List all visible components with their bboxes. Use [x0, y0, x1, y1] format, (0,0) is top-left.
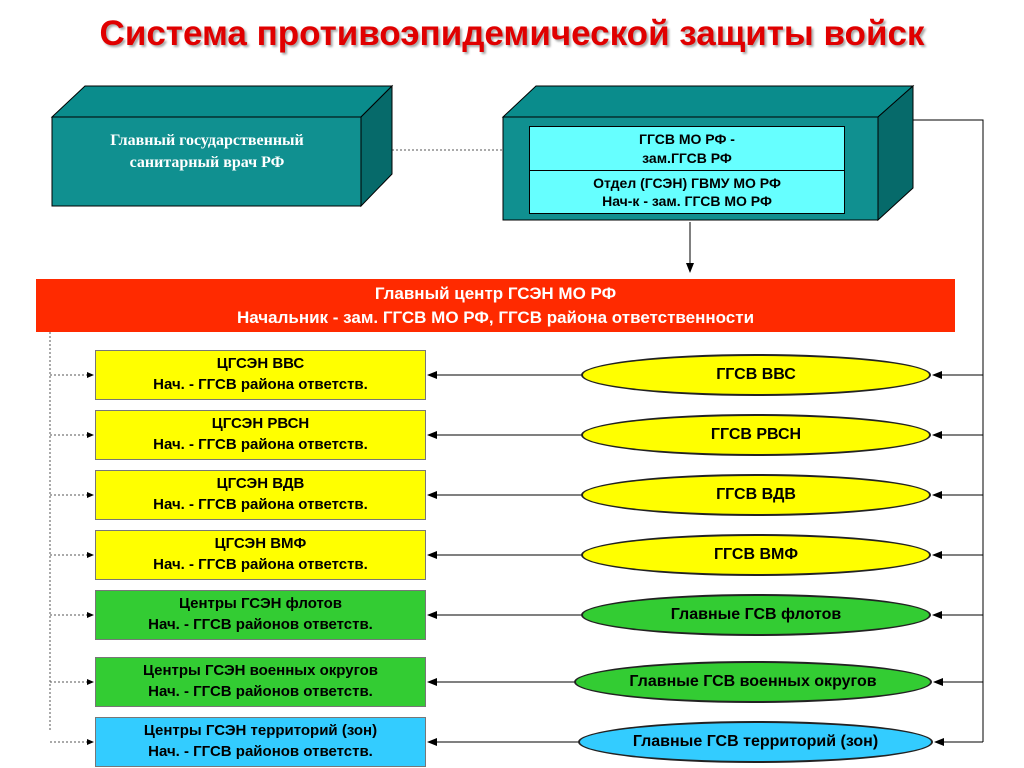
page-title: Система противоэпидемической защиты войс… — [99, 14, 925, 53]
center-box-head: Нач. - ГГСВ района ответств. — [153, 496, 368, 513]
center-box-title: ЦГСЭН ВМФ — [214, 535, 307, 552]
chief-doctor-line1: Главный государственный — [110, 132, 304, 149]
center-box: ЦГСЭН ВДВ Нач. - ГГСВ района ответств. — [95, 470, 426, 520]
ggsv-ellipse: Главные ГСВ флотов — [581, 594, 931, 636]
center-box-title: ЦГСЭН РВСН — [211, 415, 310, 432]
center-box-head: Нач. - ГГСВ районов ответств. — [148, 683, 373, 700]
right-trunk — [897, 119, 984, 742]
center-box-title: ЦГСЭН ВДВ — [216, 475, 305, 492]
ggsv-ellipse: ГГСВ ВВС — [581, 354, 931, 396]
center-box-title: Центры ГСЭН флотов — [178, 595, 343, 612]
center-box-head: Нач. - ГГСВ района ответств. — [153, 376, 368, 393]
ggsv-mo-line3: Отдел (ГСЭН) ГВМУ МО РФ — [593, 175, 781, 191]
center-box-head: Нач. - ГГСВ района ответств. — [153, 436, 368, 453]
ggsv-mo-panel: ГГСВ МО РФ - зам.ГГСВ РФ Отдел (ГСЭН) ГВ… — [529, 126, 845, 214]
main-center-line2: Начальник - зам. ГГСВ МО РФ, ГГСВ района… — [236, 308, 755, 327]
chief-doctor-box-3d — [50, 84, 394, 208]
ggsv-mo-line2: зам.ГГСВ РФ — [642, 150, 732, 166]
center-box-title: ЦГСЭН ВВС — [216, 355, 305, 372]
ggsv-mo-line1: ГГСВ МО РФ - — [639, 131, 735, 147]
center-box: Центры ГСЭН территорий (зон) Нач. - ГГСВ … — [95, 717, 426, 767]
ggsv-ellipse: ГГСВ РВСН — [581, 414, 931, 456]
main-center-line1: Главный центр ГСЭН МО РФ — [374, 284, 617, 303]
ggsv-ellipse: ГГСВ ВМФ — [581, 534, 931, 576]
center-box: ЦГСЭН ВВС Нач. - ГГСВ района ответств. — [95, 350, 426, 400]
ggsv-ellipse: Главные ГСВ территорий (зон) — [578, 721, 933, 763]
center-box-head: Нач. - ГГСВ районов ответств. — [148, 743, 373, 760]
ggsv-mo-line4: Нач-к - зам. ГГСВ МО РФ — [602, 193, 772, 209]
center-box: ЦГСЭН ВМФ Нач. - ГГСВ района ответств. — [95, 530, 426, 580]
center-box-head: Нач. - ГГСВ районов ответств. — [148, 616, 373, 633]
main-center-banner: Главный центр ГСЭН МО РФ Начальник - зам… — [36, 279, 955, 332]
ggsv-ellipse: Главные ГСВ военных округов — [574, 661, 932, 703]
center-box: ЦГСЭН РВСН Нач. - ГГСВ района ответств. — [95, 410, 426, 460]
center-box-title: Центры ГСЭН территорий (зон) — [143, 722, 378, 739]
center-box-title: Центры ГСЭН военных округов — [142, 662, 379, 679]
chief-doctor-line2: санитарный врач РФ — [129, 154, 285, 171]
chief-doctor-label: Главный государственный санитарный врач … — [52, 130, 362, 174]
center-box-head: Нач. - ГГСВ района ответств. — [153, 556, 368, 573]
ggsv-mo-divider — [530, 170, 844, 171]
ggsv-ellipse: ГГСВ ВДВ — [581, 474, 931, 516]
